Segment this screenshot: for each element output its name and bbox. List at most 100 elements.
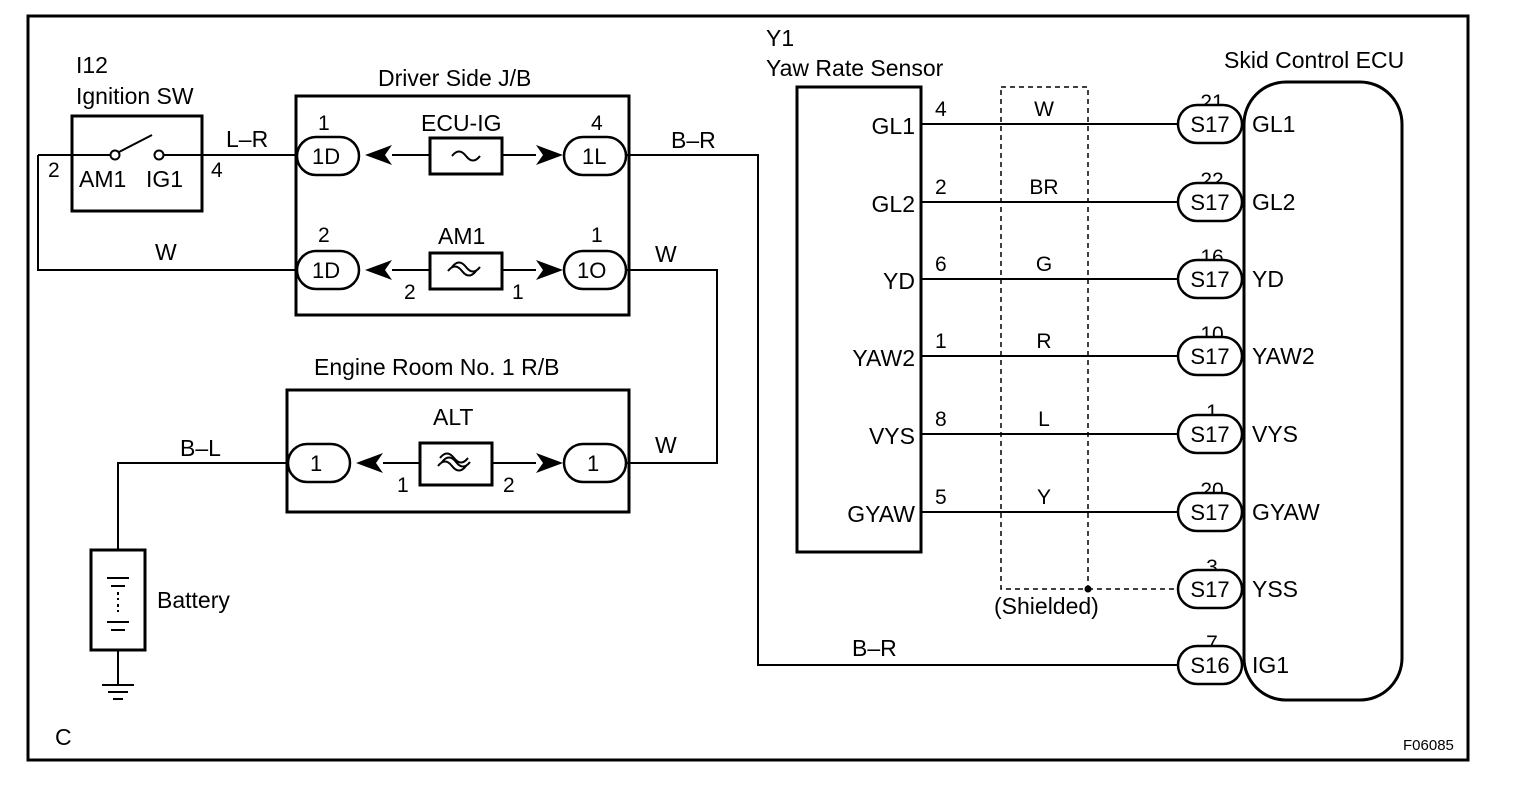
yaw-sensor-pin: 1 xyxy=(935,330,947,353)
ignition-switch-box xyxy=(70,114,204,213)
shielded-label: (Shielded) xyxy=(994,593,1099,619)
battery: Battery xyxy=(89,548,230,652)
ecu-connector-label: S17 xyxy=(1190,190,1229,215)
wire-label-w-mid: W xyxy=(655,241,677,267)
ecu-connector-label: S17 xyxy=(1190,267,1229,292)
wire-am1-feed xyxy=(37,155,300,271)
corner-letter: C xyxy=(55,724,72,750)
wire-color-label: BR xyxy=(1029,176,1058,199)
ecu-terminal: YAW2 xyxy=(1252,343,1315,369)
wire-label-br-bottom: B–R xyxy=(852,635,897,661)
wire-w-alt xyxy=(627,269,718,464)
ignition-switch: I12 Ignition SW AM1 IG1 2 4 xyxy=(38,52,300,213)
yaw-sensor-terminal: VYS xyxy=(869,423,915,449)
connector-1l-label: 1L xyxy=(582,144,606,169)
ecu-connector-label: S17 xyxy=(1190,112,1229,137)
driver-jb-pin-1d-top: 1 xyxy=(318,112,330,135)
ecu-connector-label: S16 xyxy=(1190,653,1229,678)
fuse-am1-pin-right: 1 xyxy=(512,281,524,304)
fuse-ecu-ig-icon xyxy=(451,150,481,162)
engine-room-rb: Engine Room No. 1 R/B 1 ALT 1 2 1 xyxy=(285,354,631,514)
driver-jb-pin-1l: 4 xyxy=(591,112,603,135)
switch-contact-icon xyxy=(118,134,153,153)
yaw-sensor-box xyxy=(795,85,923,554)
driver-jb-pin-1o: 1 xyxy=(591,224,603,247)
arrow-left-icon xyxy=(365,145,392,165)
yaw-sensor-pin: 4 xyxy=(935,98,947,121)
fuse-alt-pin-right: 2 xyxy=(503,474,515,497)
fuse-am1-label: AM1 xyxy=(438,223,485,249)
shield-box xyxy=(1000,86,1089,590)
arrow-right-icon xyxy=(536,260,563,280)
fuse-am1 xyxy=(428,251,504,291)
connector-1l xyxy=(562,135,628,177)
ground-icon xyxy=(102,684,134,700)
ecu-terminal: YD xyxy=(1252,266,1284,292)
arrow-right-icon xyxy=(536,453,563,473)
fuse-alt xyxy=(418,441,494,487)
ecu-terminal: VYS xyxy=(1252,421,1298,447)
arrow-left-icon xyxy=(365,260,392,280)
connector-rb-right xyxy=(562,442,628,484)
ecu-connector-label: S17 xyxy=(1190,422,1229,447)
ignition-switch-id: I12 xyxy=(76,52,108,78)
wire-color-label: Y xyxy=(1037,486,1051,509)
ecu-terminal: GL1 xyxy=(1252,111,1295,137)
wire-label-bl: B–L xyxy=(180,435,221,461)
ecu-pin-number: 3 xyxy=(1206,556,1218,579)
connector-1d-top-label: 1D xyxy=(312,144,340,169)
yaw-sensor-pin: 5 xyxy=(935,486,947,509)
engine-rb-box xyxy=(285,388,631,514)
ecu-connector xyxy=(1176,568,1244,610)
ecu-connector-label: S17 xyxy=(1190,344,1229,369)
yaw-rate-sensor: Y1 Yaw Rate Sensor GL14GL22YD6YAW21VYS8G… xyxy=(766,25,947,554)
ecu-terminal: YSS xyxy=(1252,576,1298,602)
yaw-sensor-terminal: YAW2 xyxy=(852,345,915,371)
wire-label-br-top: B–R xyxy=(671,127,716,153)
yaw-sensor-terminal: GL2 xyxy=(872,191,915,217)
ecu-title: Skid Control ECU xyxy=(1224,47,1404,73)
yaw-sensor-pin: 6 xyxy=(935,253,947,276)
connector-1d-bottom xyxy=(295,249,361,291)
fuse-ecu-ig-label: ECU-IG xyxy=(421,110,502,136)
yaw-sensor-pin: 8 xyxy=(935,408,947,431)
connector-1d-top xyxy=(295,135,361,177)
diagram-code: F06085 xyxy=(1403,737,1454,754)
ecu-connector xyxy=(1176,413,1244,455)
connector-1o-label: 1O xyxy=(577,258,606,283)
ecu-connector xyxy=(1176,181,1244,223)
yaw-sensor-pin: 2 xyxy=(935,176,947,199)
yaw-sensor-id: Y1 xyxy=(766,25,794,51)
ecu-connector xyxy=(1176,258,1244,300)
yaw-sensor-terminal: GL1 xyxy=(872,113,915,139)
yaw-sensor-terminal: GYAW xyxy=(847,501,915,527)
yaw-sensor-terminal: YD xyxy=(883,268,915,294)
ecu-connector xyxy=(1176,335,1244,377)
ecu-terminal: IG1 xyxy=(1252,652,1289,678)
driver-jb-title: Driver Side J/B xyxy=(378,65,531,91)
ecu-terminal: GL2 xyxy=(1252,189,1295,215)
ignition-term-am1: AM1 xyxy=(79,166,126,192)
fuse-alt-pin-left: 1 xyxy=(397,474,409,497)
arrow-left-icon xyxy=(356,453,383,473)
wire-b-l xyxy=(117,462,289,550)
wire-label-w-top: W xyxy=(155,239,177,265)
wire-color-label: L xyxy=(1038,408,1050,431)
connector-1d-bottom-label: 1D xyxy=(312,258,340,283)
ecu-connector xyxy=(1176,103,1244,145)
driver-side-jb: Driver Side J/B 1 1D ECU-IG 4 1L 2 1D AM… xyxy=(294,65,631,317)
ecu-terminal: GYAW xyxy=(1252,499,1320,525)
yaw-sensor-name: Yaw Rate Sensor xyxy=(766,55,944,81)
battery-label: Battery xyxy=(157,587,230,613)
fuse-am1-pin-left: 2 xyxy=(404,281,416,304)
ignition-pin-right: 4 xyxy=(211,159,223,182)
driver-jb-box xyxy=(294,94,631,317)
engine-rb-title: Engine Room No. 1 R/B xyxy=(314,354,559,380)
wire-label-lr: L–R xyxy=(226,126,268,152)
diagram-frame xyxy=(26,14,1470,762)
ecu-box xyxy=(1242,80,1404,702)
